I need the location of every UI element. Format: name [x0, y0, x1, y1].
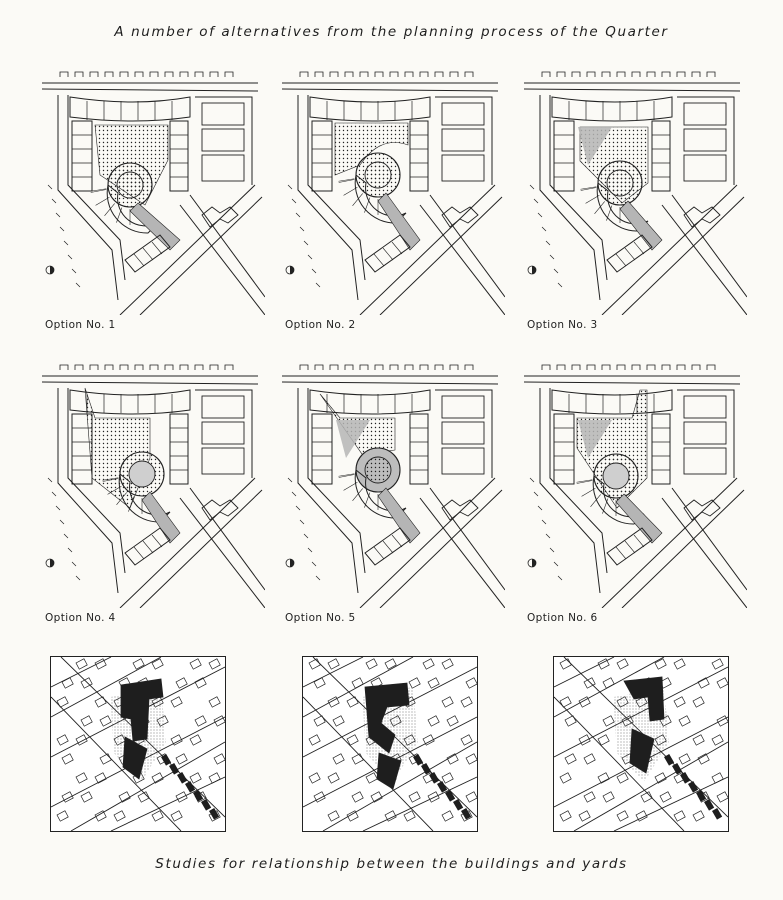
street-blocks: [59, 364, 234, 370]
study-map: [51, 657, 225, 831]
plan-option-4: Option No. 4: [30, 358, 265, 624]
plan-option-2: Option No. 2: [270, 65, 505, 331]
study-drawing-1: [50, 656, 226, 832]
site-plan-drawing: [281, 364, 505, 608]
site-plan-drawing: [523, 71, 747, 315]
plan-label: Option No. 1: [45, 319, 116, 331]
study-drawing-3: [553, 656, 729, 832]
street-blocks: [299, 71, 474, 77]
plan-label: Option No. 4: [45, 612, 116, 624]
page-title: A number of alternatives from the planni…: [114, 24, 669, 40]
page-caption: Studies for relationship between the bui…: [155, 856, 628, 872]
plan-label: Option No. 3: [527, 319, 598, 331]
plan-label: Option No. 2: [285, 319, 356, 331]
plan-label: Option No. 5: [285, 612, 356, 624]
study-drawing-2: [302, 656, 478, 832]
street-blocks: [299, 364, 474, 370]
site-plan-drawing: [281, 71, 505, 315]
site-plan-drawing: [41, 71, 265, 315]
street-blocks: [541, 71, 716, 77]
plan-label: Option No. 6: [527, 612, 598, 624]
plan-option-3: Option No. 3: [512, 65, 747, 331]
study-map: [554, 657, 728, 831]
study-map: [303, 657, 477, 831]
plan-option-6: Option No. 6: [512, 358, 747, 624]
plan-option-1: Option No. 1: [30, 65, 265, 331]
plan-option-5: Option No. 5: [270, 358, 505, 624]
site-plan-drawing: [523, 364, 747, 608]
street-blocks: [59, 71, 234, 77]
site-plan-drawing: [41, 364, 265, 608]
street-blocks: [541, 364, 716, 370]
